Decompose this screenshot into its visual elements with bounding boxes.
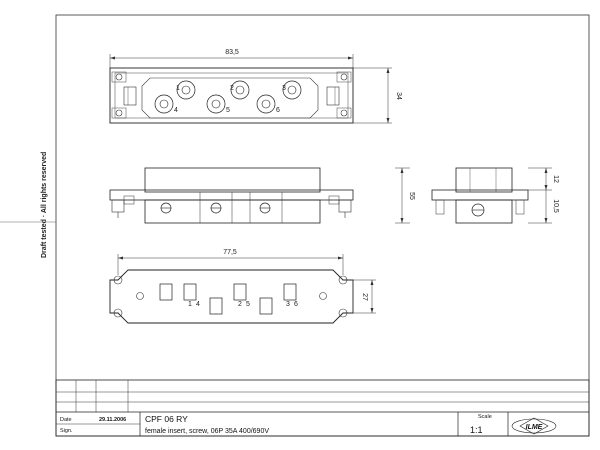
dim-top-width: 83,5	[225, 49, 239, 56]
date-label: Date	[60, 417, 72, 423]
company-logo: ILME	[511, 417, 557, 435]
sheet-frame	[55, 14, 590, 437]
scale-value: 1:1	[470, 425, 483, 435]
insert-label-4: 4	[196, 301, 200, 308]
pin-label-1: 1	[176, 85, 180, 92]
date-value: 29.11.2006	[99, 417, 126, 423]
title-block: Date 29.11.2006 Sign. CPF 06 RY female i…	[55, 379, 590, 437]
insert-label-3: 3	[286, 301, 290, 308]
copyright-notice: Draft tested · All rights reserved	[41, 152, 48, 258]
scale-label: Scale	[478, 414, 492, 420]
insert-label-6: 6	[294, 301, 298, 308]
pin-label-3: 3	[282, 85, 286, 92]
dim-top-height: 34	[395, 92, 402, 100]
dim-bottom-width: 77,5	[223, 249, 237, 256]
sign-label: Sign.	[60, 428, 73, 434]
insert-label-5: 5	[246, 301, 250, 308]
dim-front-lower: 10,5	[552, 199, 559, 213]
top-view: 83,5	[109, 49, 402, 124]
dim-front-upper: 12	[552, 175, 559, 183]
front-view	[109, 167, 354, 224]
pin-label-6: 6	[276, 107, 280, 114]
pin-label-5: 5	[226, 107, 230, 114]
pin-label-4: 4	[174, 107, 178, 114]
pin-label-2: 2	[230, 85, 234, 92]
bottom-view: 77,5 1 4 2 5 3 6 27	[109, 249, 376, 324]
dim-bottom-height: 27	[361, 293, 368, 301]
insert-label-1: 1	[188, 301, 192, 308]
front-view-screws	[160, 202, 271, 214]
bottom-view-contacts	[159, 283, 297, 315]
top-view-terminals	[154, 80, 302, 114]
part-description: female insert, screw, 06P 35A 400/690V	[145, 428, 269, 435]
insert-label-2: 2	[238, 301, 242, 308]
side-view: 55 12 10,5	[395, 167, 559, 224]
part-number: CPF 06 RY	[145, 414, 188, 424]
logo-text: ILME	[526, 424, 543, 431]
dim-front-height: 55	[408, 192, 415, 200]
